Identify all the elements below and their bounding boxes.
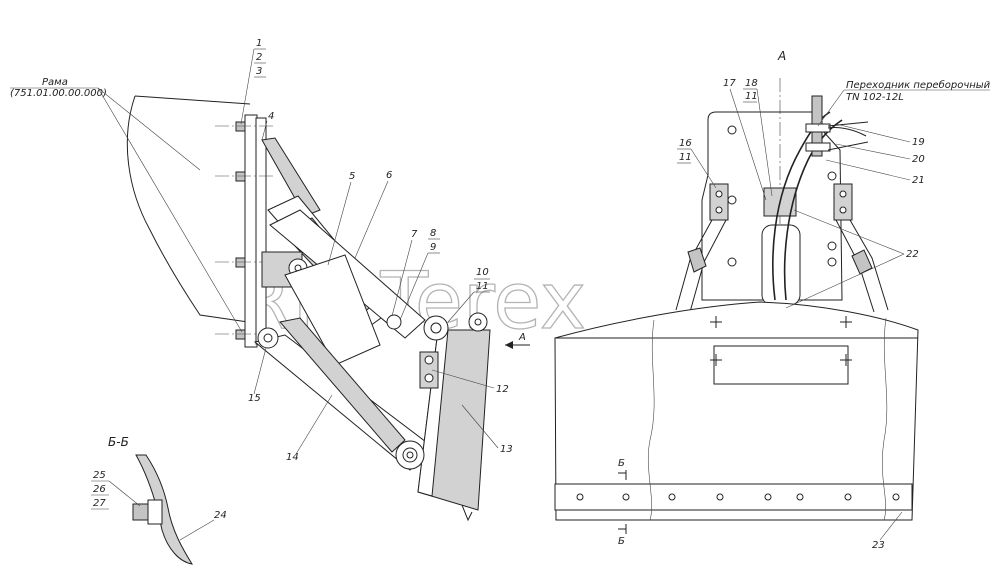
adapter-label-line1: Переходник переборочный xyxy=(846,79,991,91)
blade-window xyxy=(713,345,849,385)
callout-16: 16 xyxy=(679,138,692,149)
frame-label-name: Рама xyxy=(42,77,68,88)
callout-12: 12 xyxy=(496,384,509,395)
callout-10: 10 xyxy=(476,267,489,278)
callout-2: 2 xyxy=(256,52,262,63)
frame-label: Рама (751.01.00.00.000) xyxy=(10,77,243,333)
callout-15: 15 xyxy=(248,393,261,404)
callout-8: 8 xyxy=(430,228,436,239)
callout-11a: 11 xyxy=(476,281,489,292)
callout-18: 18 xyxy=(745,78,758,89)
callout-19: 19 xyxy=(912,137,925,148)
callout-9: 9 xyxy=(430,242,436,253)
callout-1: 1 xyxy=(256,38,262,49)
break-line-right xyxy=(881,317,888,521)
view-a-title: А xyxy=(777,49,786,63)
callout-25: 25 xyxy=(93,470,106,481)
upper-pivot xyxy=(423,315,449,341)
callout-26: 26 xyxy=(93,484,106,495)
mount-plate xyxy=(701,111,843,301)
bracket-12 xyxy=(419,351,439,389)
callout-20: 20 xyxy=(912,154,925,165)
main-tube xyxy=(284,254,381,366)
callout-24: 24 xyxy=(214,510,227,521)
callout-17: 17 xyxy=(723,78,736,89)
side-callouts: 1 2 3 4 5 6 7 8 9 10 11 12 13 14 15 xyxy=(240,38,513,463)
front-cylinder xyxy=(761,224,801,306)
callout-22: 22 xyxy=(906,249,919,260)
right-bracket xyxy=(833,183,889,313)
edge-bolts xyxy=(576,493,900,501)
callout-4: 4 xyxy=(268,111,274,122)
callout-7: 7 xyxy=(411,229,418,240)
view-arrow-label: А xyxy=(518,332,526,343)
view-arrow xyxy=(505,341,513,349)
callout-13: 13 xyxy=(500,444,513,455)
cutting-edge xyxy=(554,483,913,511)
callout-3: 3 xyxy=(256,66,262,77)
section-mark-bottom: Б xyxy=(618,536,625,547)
callout-21: 21 xyxy=(912,175,925,186)
callout-14: 14 xyxy=(286,452,299,463)
section-bb-title: Б-Б xyxy=(108,435,129,449)
callout-6: 6 xyxy=(386,170,392,181)
section-mark-top: Б xyxy=(618,458,625,469)
section-bb: Б-Б 25 26 27 24 xyxy=(91,435,227,565)
callout-5: 5 xyxy=(349,171,355,182)
callout-11b: 11 xyxy=(679,152,692,163)
lower-pivot xyxy=(395,440,425,470)
callout-23: 23 xyxy=(872,540,885,551)
side-view: А xyxy=(126,95,530,522)
plate-bolts xyxy=(215,121,275,340)
mounting-plate-back xyxy=(255,117,267,345)
cylinder-head xyxy=(763,187,797,217)
adapter-label-line2: TN 102-12L xyxy=(846,92,904,103)
blade-bolts xyxy=(710,316,852,366)
frame-label-code: (751.01.00.00.000) xyxy=(10,88,107,99)
break-line-left xyxy=(647,319,655,521)
lower-link-inner xyxy=(279,317,406,453)
upper-bracket xyxy=(261,137,321,217)
frame-outline xyxy=(126,95,251,323)
mounting-plate xyxy=(244,114,258,348)
left-bracket xyxy=(675,183,729,313)
callout-11c: 11 xyxy=(745,91,758,102)
view-a: А xyxy=(554,49,991,551)
callout-27: 27 xyxy=(93,498,106,509)
